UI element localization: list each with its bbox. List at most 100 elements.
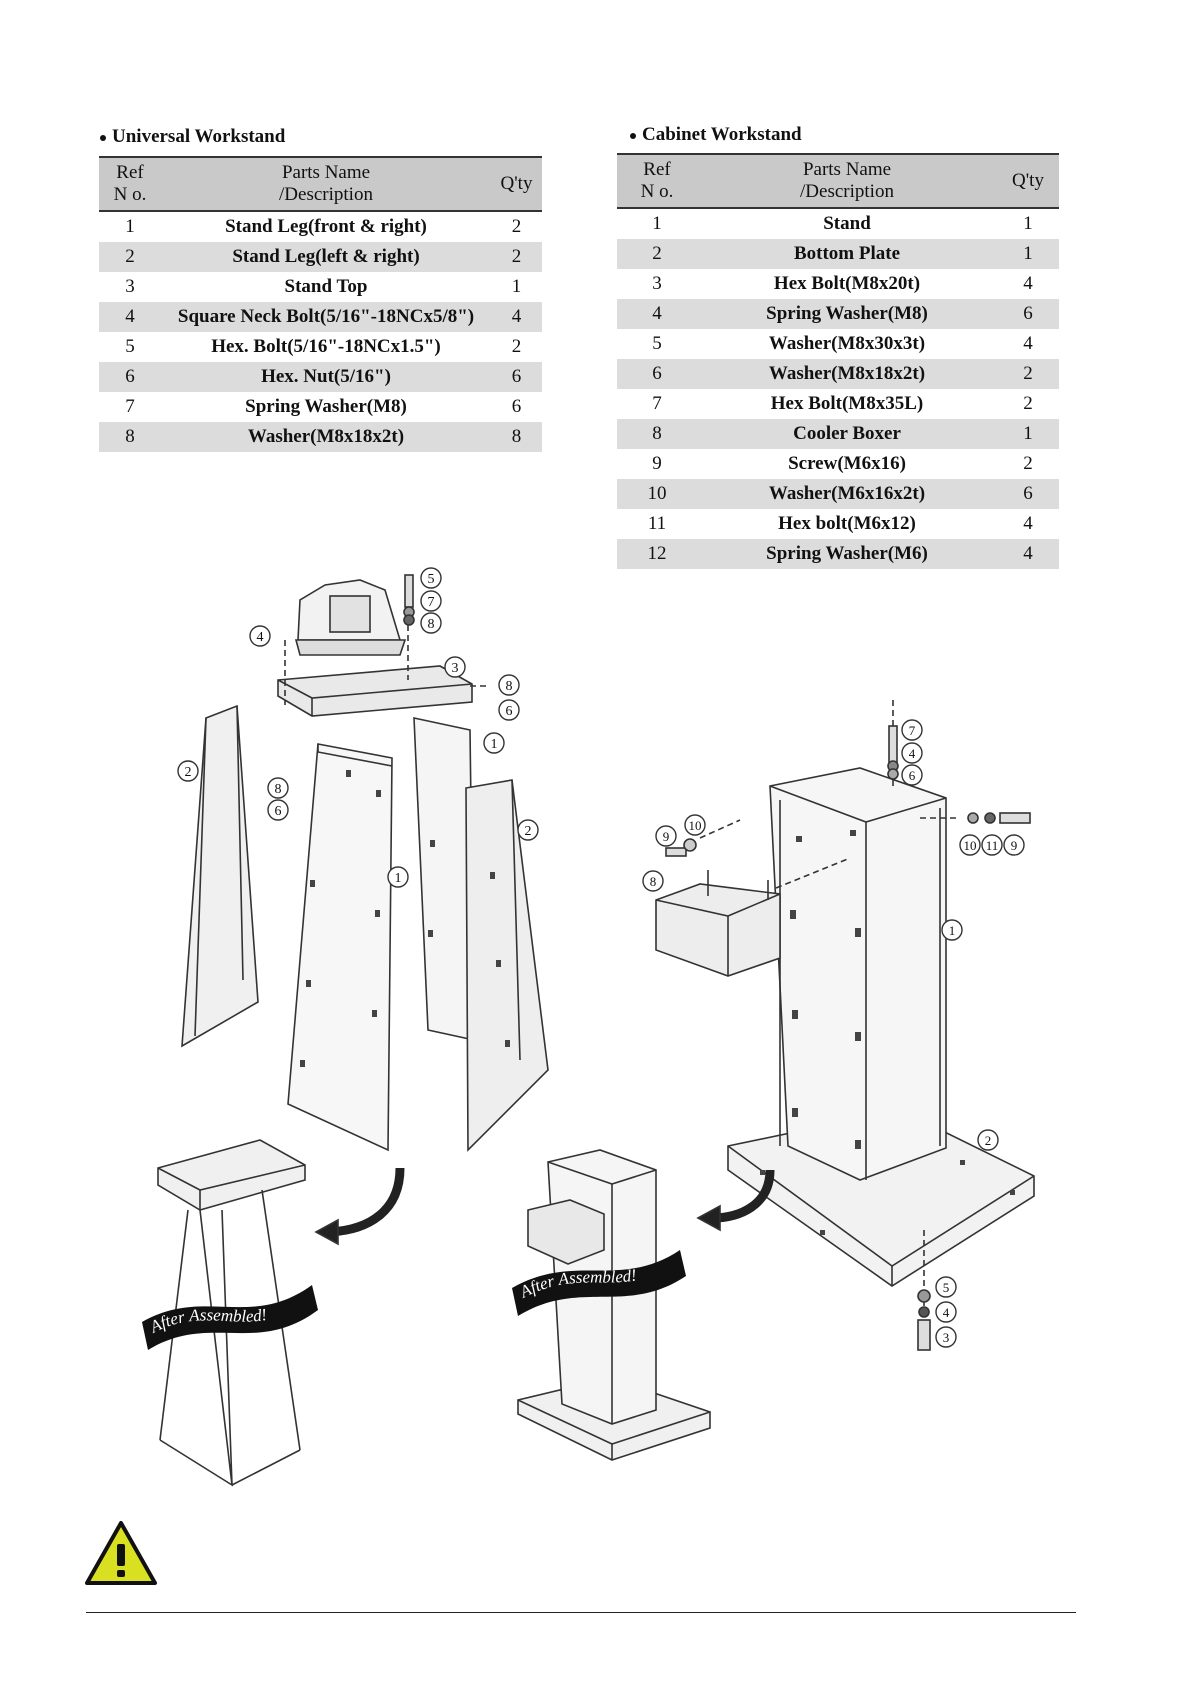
qty-cell: 2 <box>997 359 1059 389</box>
name-cell: Hex. Nut(5/16") <box>161 362 491 392</box>
cabinet-assembled-view <box>517 1149 711 1461</box>
callout-label: 8 <box>275 782 282 797</box>
callout-label: 9 <box>663 829 670 844</box>
callout-1b <box>387 866 409 888</box>
callout-label: 2 <box>985 1133 992 1148</box>
callout-3 <box>935 1326 957 1348</box>
qty-cell: 1 <box>1023 213 1033 234</box>
callout-7 <box>901 719 923 741</box>
callout-label: 1 <box>949 923 956 938</box>
ref-cell: 2 <box>99 242 161 272</box>
callout-8 <box>420 612 442 634</box>
ref-cell: 11 <box>647 513 667 534</box>
ref-cell: 9 <box>652 453 662 474</box>
name-cell: Washer(M8x30x3t) <box>768 333 926 354</box>
name-cell: Stand Leg(left & right) <box>161 242 491 272</box>
callout-8 <box>642 870 664 892</box>
qty-cell: 4 <box>1023 333 1033 354</box>
qty-cell: 6 <box>997 479 1059 509</box>
callout-9b <box>655 825 677 847</box>
callout-8b <box>498 674 520 696</box>
callout-label: 2 <box>525 824 532 839</box>
callout-7 <box>420 590 442 612</box>
qty-cell: 2 <box>1023 453 1033 474</box>
ref-cell: 3 <box>652 273 662 294</box>
callout-label: 8 <box>506 679 513 694</box>
callout-label: 5 <box>428 572 435 587</box>
qty-cell: 1 <box>511 276 522 297</box>
qty-header: Q'ty <box>997 153 1059 209</box>
ref-cell: 6 <box>99 362 161 392</box>
name-cell: Washer(M8x18x2t) <box>697 359 997 389</box>
qty-cell: 4 <box>1023 513 1033 534</box>
ref-cell: 1 <box>125 216 135 237</box>
callout-6 <box>498 699 520 721</box>
callout-4 <box>901 742 923 764</box>
universal-exploded-view <box>181 574 549 1152</box>
callout-label: 2 <box>185 765 192 780</box>
callout-6 <box>901 764 923 786</box>
ref-cell: 5 <box>652 333 662 354</box>
table-header: Ref N o. Parts Name /Description Q'ty <box>99 156 542 212</box>
name-cell: Square Neck Bolt(5/16"-18NCx5/8") <box>161 302 491 332</box>
ref-header: Ref N o. <box>99 156 161 212</box>
ref-cell: 8 <box>617 419 697 449</box>
arrow-head-icon <box>696 1204 721 1232</box>
callout-label: 3 <box>452 661 459 676</box>
callout-label: 3 <box>943 1330 950 1345</box>
callout-label: 7 <box>428 595 435 610</box>
qty-cell: 6 <box>491 362 542 392</box>
name-header: Parts Name /Description <box>161 156 491 212</box>
universal-callouts <box>177 567 539 888</box>
callout-1 <box>941 919 963 941</box>
qty-header: Q'ty <box>491 156 542 212</box>
name-cell: Spring Washer(M8) <box>697 299 997 329</box>
qty-cell: 4 <box>1023 273 1033 294</box>
callout-1 <box>483 732 505 754</box>
cabinet-workstand-title: Cabinet Workstand <box>630 124 802 146</box>
name-cell: Screw(M6x16) <box>788 453 906 474</box>
callout-label: 5 <box>943 1280 950 1295</box>
ref-cell: 4 <box>99 302 161 332</box>
table-header: Ref N o. Parts Name /Description Q'ty <box>617 153 1059 209</box>
qty-cell: 1 <box>997 419 1059 449</box>
qty-cell: 6 <box>511 396 522 417</box>
universal-callout-labels: 5 7 8 4 3 8 6 1 2 8 6 1 2 <box>185 572 532 886</box>
callout-5 <box>935 1276 957 1298</box>
qty-cell: 2 <box>511 216 522 237</box>
ref-cell: 1 <box>652 213 662 234</box>
ref-cell: 2 <box>617 239 697 269</box>
warning-triangle-icon <box>85 1521 157 1585</box>
arrow-icon <box>329 1167 405 1237</box>
arrow-head-icon <box>314 1218 339 1246</box>
ref-cell: 5 <box>125 336 135 357</box>
callout-2b <box>517 819 539 841</box>
callout-6b <box>267 799 289 821</box>
callout-8c <box>267 777 289 799</box>
callout-4b <box>935 1301 957 1323</box>
callout-label: 6 <box>506 704 513 719</box>
callout-label: 10 <box>964 838 977 853</box>
callout-label: 7 <box>909 723 916 738</box>
callout-3 <box>444 656 466 678</box>
cabinet-exploded-view <box>655 700 1035 1351</box>
callout-label: 4 <box>909 746 916 761</box>
callout-11 <box>981 834 1003 856</box>
ref-cell: 4 <box>617 299 697 329</box>
name-cell: Spring Washer(M8) <box>245 396 407 417</box>
